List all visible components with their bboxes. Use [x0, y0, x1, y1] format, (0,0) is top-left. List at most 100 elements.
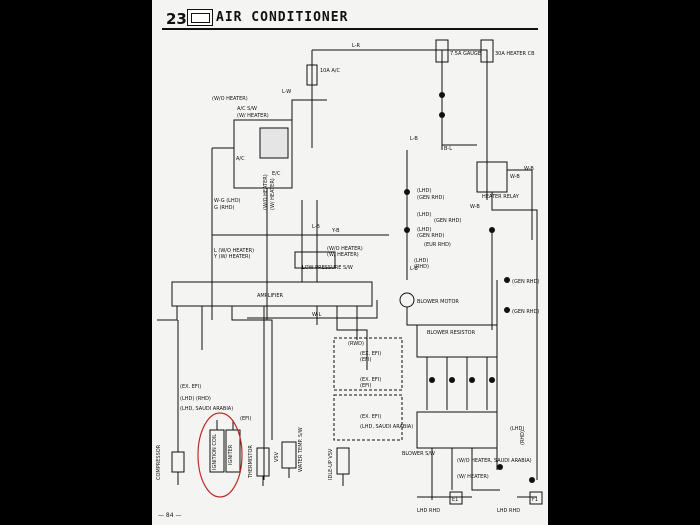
section-logo-icon — [187, 9, 213, 26]
ac-inside-label: A/C — [236, 156, 245, 162]
gauge-fuse-symbol — [435, 39, 449, 63]
gen-rhd-label: (GEN RHD) — [512, 279, 539, 285]
page-number: — 84 — — [158, 512, 182, 519]
gen-rhd-label: (GEN RHD) — [434, 218, 461, 224]
lhd-saudi-label: (LHD, SAUDI ARABIA) — [360, 424, 413, 430]
rwd-label: (RWD) — [348, 341, 364, 347]
wire-color-label: L-B — [410, 136, 418, 142]
heater-sw-label2: (W/ HEATER) — [270, 178, 276, 210]
ex-efi-left-label: (EX. EFI) — [180, 384, 201, 390]
idle-up-vsv-label: IDLE-UP VSV — [328, 448, 334, 480]
gen-rhd-label: (GEN RHD) — [417, 195, 444, 201]
heater-sw-label: (W/O HEATER) — [263, 174, 269, 210]
ac-sw-label: A/C S/W — [237, 106, 257, 112]
w-heater-right-label: (W/ HEATER) — [327, 252, 359, 258]
connector — [439, 112, 445, 118]
wire-color-label: W-B — [470, 204, 480, 210]
blower-sw-label: BLOWER S/W — [402, 451, 435, 457]
connector — [489, 227, 495, 233]
ex-efi-label: (EX. EFI) — [360, 351, 381, 357]
connector — [439, 92, 445, 98]
wire-color-label: W-L — [312, 312, 322, 318]
vsv-label: VSV — [274, 451, 280, 462]
title-rule — [162, 28, 538, 30]
ac-switch-box — [233, 119, 293, 189]
lhd-label: (LHD) — [414, 258, 428, 264]
ground-f1-box — [529, 491, 543, 505]
idle-up-vsv-box — [336, 447, 350, 475]
heater-fuse-label: 30A HEATER CB — [495, 51, 535, 57]
ground-e1-label: E1 — [452, 497, 458, 503]
heater-relay-label: HEATER RELAY — [482, 194, 520, 200]
heater-relay-box — [476, 161, 508, 193]
w-heater-sub-label: (W/ HEATER) — [237, 113, 269, 119]
wire-color-label: Y-B — [331, 228, 340, 234]
lhd-label: (LHD) — [417, 212, 431, 218]
wire-color-label: W-B — [510, 174, 520, 180]
diagram-sheet: 23 AIR CONDITIONER — [152, 0, 548, 525]
lhd-label: (LHD) — [417, 188, 431, 194]
efi-label: (EFI) — [360, 383, 371, 389]
ex-efi-label: (EX. EFI) — [360, 377, 381, 383]
compressor-label: COMPRESSOR — [156, 444, 162, 480]
connector — [504, 307, 510, 313]
wo-heater-bottom-label: (W/O HEATER, SAUDI ARABIA) — [457, 458, 532, 464]
eur-rhd-label: (EUR RHD) — [424, 242, 451, 248]
section-title: AIR CONDITIONER — [216, 10, 349, 25]
ex-efi-label: (EX. EFI) — [360, 414, 381, 420]
blower-switch-box — [416, 411, 498, 449]
connector — [469, 377, 475, 383]
wire-color-label: L-R — [352, 43, 361, 49]
amplifier-label: AMPLIFIER — [257, 293, 284, 299]
thermistor-label: THERMISTOR — [248, 445, 254, 479]
wire-color-label: L-B — [410, 266, 418, 272]
amplifier-box — [171, 281, 373, 307]
ac-switch-relay — [259, 127, 289, 159]
gen-rhd-label: (GEN RHD) — [417, 233, 444, 239]
w-heater-bottom-label: (W/ HEATER) — [457, 474, 489, 480]
lhd-rhd-left-label: (LHD) (RHD) — [180, 396, 211, 402]
low-pressure-label: LOW PRESSURE S/W — [302, 265, 353, 271]
ac-fuse-label: 10A A/C — [320, 68, 340, 74]
efi-label: (EFI) — [360, 357, 371, 363]
low-pressure-box — [294, 251, 336, 269]
connector — [529, 477, 535, 483]
lhd-saudi-left-label: (LHD, SAUDI ARABIA) — [180, 406, 233, 412]
connector — [489, 377, 495, 383]
ground-f1-note: LHD RHD — [497, 508, 520, 514]
water-temp-label: WATER TEMP. S/W — [298, 427, 304, 472]
ignition-coil-label: IGNITION COIL — [212, 434, 218, 470]
connector — [429, 377, 435, 383]
efi-left-label: (EFI) — [240, 416, 251, 422]
rhd-bottom-label: (RHD) — [520, 430, 526, 445]
y-w-heater-label: Y (W/ HEATER) — [213, 254, 250, 260]
blower-motor-label: BLOWER MOTOR — [417, 299, 459, 305]
blower-motor-symbol — [399, 292, 415, 308]
compressor-box — [171, 451, 185, 473]
section-number: 23 — [166, 10, 187, 28]
ec-label: E/C — [272, 171, 281, 177]
igniter-label: IGNITER — [228, 444, 234, 465]
wire-color-label: L-W — [282, 89, 291, 95]
wg-lhd-label: W-G (LHD) — [214, 198, 241, 204]
amp-wl-wire — [247, 300, 378, 319]
gauge-fuse-label: 7.5A GAUGE — [450, 51, 481, 57]
gen-rhd-label: (GEN RHD) — [512, 309, 539, 315]
ground-e1-note: LHD RHD — [417, 508, 440, 514]
lhd-bottom-label: (LHD) — [510, 426, 524, 432]
connector — [404, 189, 410, 195]
heater-fuse-symbol — [480, 39, 494, 63]
wire-color-label: L-B — [312, 224, 320, 230]
thermistor-box — [256, 447, 270, 477]
connector — [504, 277, 510, 283]
g-rhd-label: G (RHD) — [214, 205, 234, 211]
connector — [449, 377, 455, 383]
efi-dashed-box — [333, 394, 403, 441]
wire-color-label: B-L — [444, 146, 452, 152]
ground-f1-label: F1 — [532, 497, 538, 503]
blower-resistor-label: BLOWER RESISTOR — [427, 330, 476, 336]
lhd-label: (LHD) — [417, 227, 431, 233]
wo-heater-right-label: (W/O HEATER) — [327, 246, 363, 252]
connector — [404, 227, 410, 233]
vsv-dashed-box — [333, 337, 403, 391]
